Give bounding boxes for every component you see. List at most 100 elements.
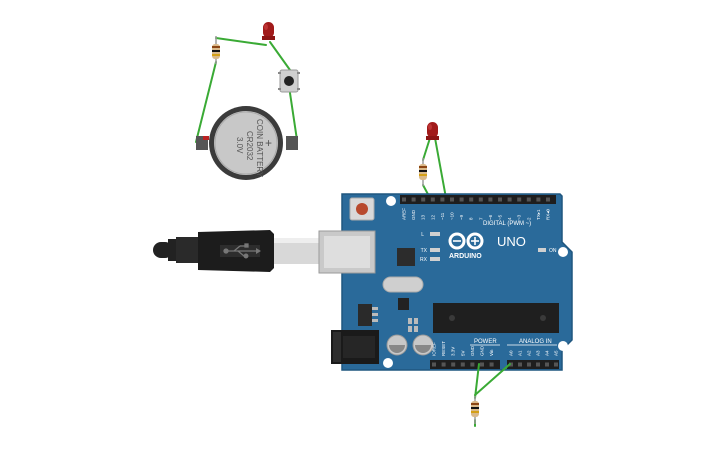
reset-button[interactable] [349,197,375,221]
dc-power-jack[interactable] [331,330,379,364]
bottom-resistor-circuit [471,363,511,427]
pin-label: AREF [402,208,407,220]
capacitor [386,334,408,356]
pin-socket[interactable] [489,362,494,367]
arduino-led-circuit [419,122,447,199]
wire-resistor-to-led[interactable] [215,37,267,46]
led-on-indicator [538,248,546,252]
pin-socket[interactable] [554,362,558,367]
wire-led-to-button[interactable] [269,41,291,71]
wire-led-to-pin[interactable] [434,137,447,199]
coin-battery[interactable]: COIN BATTERY CR2032 3.0V + [196,106,298,180]
capacitor [412,334,434,356]
battery-plus-sign: + [265,136,272,150]
wire-led-to-resistor[interactable] [422,137,431,161]
pin-socket[interactable] [488,197,493,202]
wire-5v-to-resistor[interactable] [474,363,480,399]
pin-socket[interactable] [421,197,426,202]
led-rx-indicator [430,257,440,261]
usb-cable[interactable] [153,230,320,272]
pin-socket[interactable] [441,362,446,367]
pin-socket[interactable] [460,362,465,367]
pin-label: A3 [536,350,541,356]
pin-socket[interactable] [518,362,522,367]
battery-label-line3: 3.0V [235,137,244,154]
pin-label: 2 [526,217,531,220]
analog-header-label: ANALOG IN [519,339,552,345]
resistor-2[interactable] [419,158,427,186]
analog-pin-header[interactable] [507,360,559,369]
pin-label: A0 [509,350,514,356]
pin-socket[interactable] [498,197,502,202]
pin-socket[interactable] [450,197,454,202]
pin-socket[interactable] [480,362,484,367]
digital-pin-header[interactable] [400,195,556,204]
pin-label: 3.3V [451,347,456,356]
pin-socket[interactable] [451,362,456,367]
pin-label: ~11 [440,212,445,220]
pin-label: RX◂0 [546,208,551,220]
pin-socket[interactable] [411,197,416,202]
pin-socket[interactable] [546,197,550,202]
pin-socket[interactable] [478,197,483,202]
pin-label: A1 [518,350,523,356]
pin-socket[interactable] [507,197,512,202]
pin-socket[interactable] [545,362,549,367]
pin-socket[interactable] [509,362,513,367]
pin-label: 13 [421,214,426,220]
wire-button-to-battery[interactable] [289,92,298,141]
wire-resistor-to-battery[interactable] [195,61,217,143]
pin-label: RESET [441,341,446,356]
arduino-logo-symbols [453,237,479,245]
pin-label: 12 [430,214,435,220]
pin-socket[interactable] [432,362,436,367]
pin-label: A2 [527,350,532,356]
led-1[interactable] [262,22,275,40]
usb-interface-chip [397,248,415,266]
resistor-1[interactable] [212,36,220,64]
pin-socket[interactable] [430,197,435,202]
mounting-hole [386,196,396,206]
power-pin-header[interactable] [430,360,500,369]
led-on-label: ON [549,248,557,254]
mounting-hole [383,358,393,368]
smd-components [408,318,418,332]
pin-socket[interactable] [402,197,406,202]
pin-socket[interactable] [440,197,445,202]
led-2[interactable] [426,122,439,140]
pin-socket[interactable] [469,197,474,202]
pin-socket[interactable] [527,362,531,367]
pin-label: ~3 [517,214,522,220]
pin-label: Vin [489,349,494,356]
led-tx-label: TX [421,248,428,254]
pin-label: ~10 [450,212,455,220]
pin-label: TX▸1 [536,209,541,220]
wire-a0-to-resistor[interactable] [474,363,511,396]
digital-header-label: DIGITAL (PWM ~) [483,221,531,227]
atmega-microcontroller [433,303,559,333]
pin-socket[interactable] [459,197,464,202]
pin-socket[interactable] [536,362,540,367]
pin-label: ~5 [498,214,503,220]
pin-socket[interactable] [517,197,522,202]
resistor-3[interactable] [471,396,479,424]
led-tx-indicator [430,248,440,252]
pin-label: 8 [469,217,474,220]
pin-socket[interactable] [536,197,541,202]
led-rx-label: RX [420,257,428,263]
pin-label: 7 [478,217,483,220]
voltage-regulator [358,304,378,326]
crystal-oscillator [382,276,424,293]
smd-chip [398,298,409,310]
pin-label: GND [470,345,475,356]
pin-socket[interactable] [526,197,531,202]
pin-socket[interactable] [470,362,475,367]
pin-label: 4 [507,217,512,220]
push-button[interactable] [278,69,300,93]
pin-label: GND [480,345,485,356]
